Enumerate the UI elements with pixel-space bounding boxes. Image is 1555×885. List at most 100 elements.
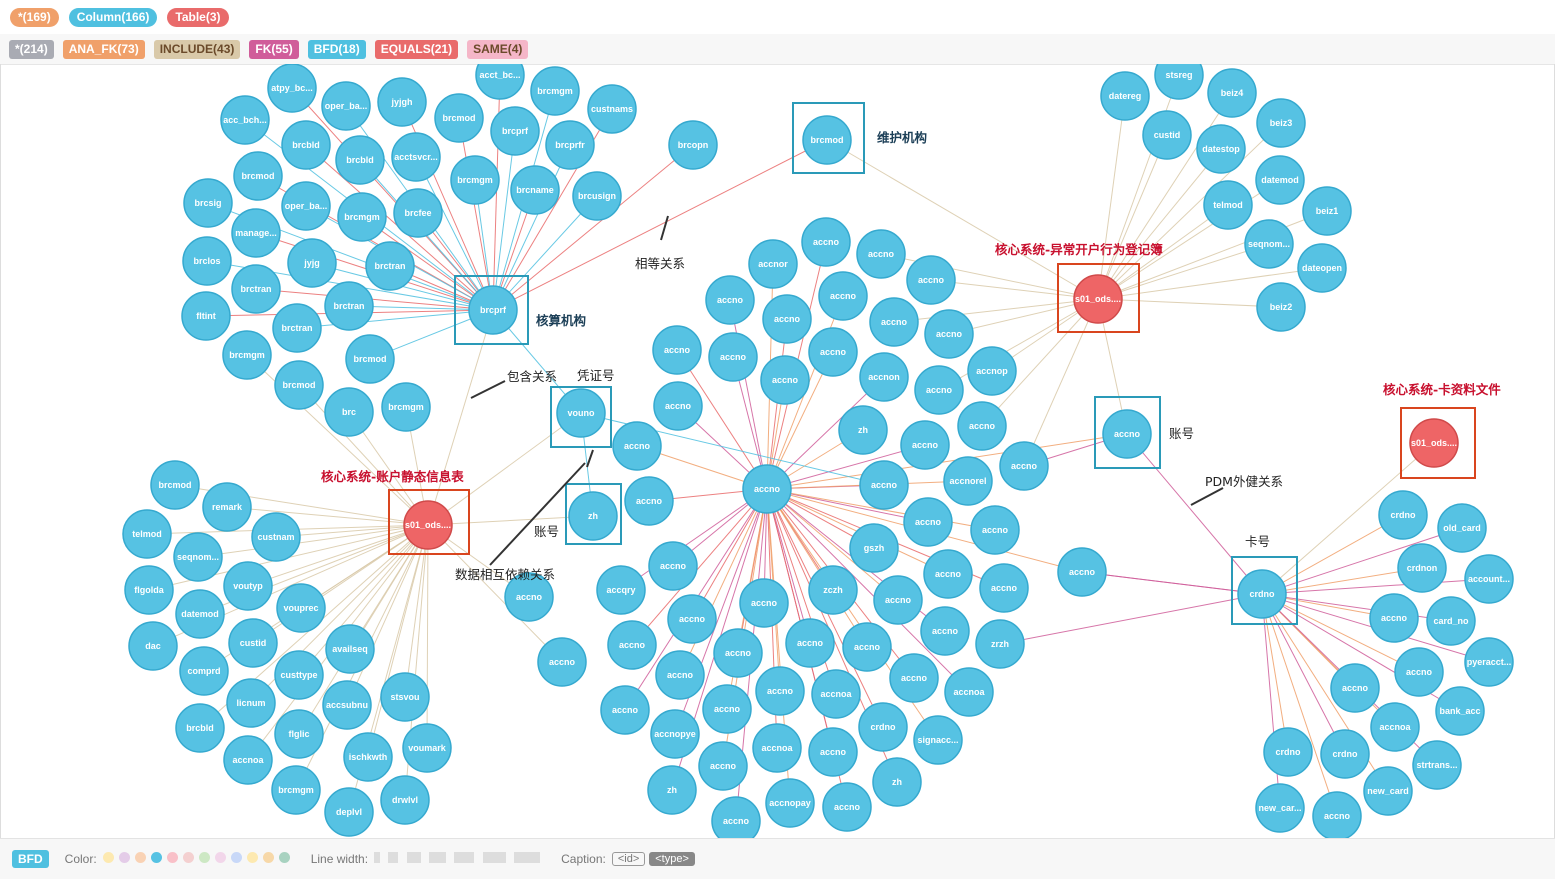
relationship-edge[interactable] <box>1261 593 1338 817</box>
column-node[interactable]: accno <box>537 637 587 687</box>
column-node[interactable]: brcmod <box>434 93 484 143</box>
column-node[interactable]: accnon <box>859 352 909 402</box>
column-node[interactable]: accno <box>708 332 758 382</box>
node-circle[interactable] <box>1320 729 1370 779</box>
node-circle[interactable] <box>128 621 178 671</box>
color-swatch[interactable] <box>198 852 210 863</box>
node-circle[interactable] <box>711 796 761 838</box>
column-node[interactable]: brctran <box>231 264 281 314</box>
column-node[interactable]: zh <box>568 491 618 541</box>
node-circle[interactable] <box>842 622 892 672</box>
relationship-edge[interactable] <box>930 279 1099 300</box>
relationship-edge[interactable] <box>246 354 429 526</box>
node-circle[interactable] <box>556 388 606 438</box>
column-node[interactable]: accno <box>785 618 835 668</box>
node-label-filter-2[interactable]: Table(3) <box>167 7 229 27</box>
node-circle[interactable] <box>1464 637 1514 687</box>
node-circle[interactable] <box>324 387 374 437</box>
node-circle[interactable] <box>223 735 273 785</box>
column-node[interactable]: acct_bc... <box>475 64 525 100</box>
column-node[interactable]: accno <box>655 650 705 700</box>
node-circle[interactable] <box>181 291 231 341</box>
column-node[interactable]: brcfee <box>393 188 443 238</box>
node-circle[interactable] <box>818 271 868 321</box>
column-node[interactable]: zh <box>872 757 922 807</box>
column-node[interactable]: accnoa <box>752 723 802 773</box>
column-node[interactable]: accnopye <box>650 709 700 759</box>
node-circle[interactable] <box>648 541 698 591</box>
relationship-edge[interactable] <box>492 195 598 311</box>
column-node[interactable]: accno <box>1394 647 1444 697</box>
graph-svg[interactable]: brcprfbrcmodbrcopnbrcusignbrcnamebrcprfr… <box>1 64 1554 838</box>
column-node[interactable]: zrzh <box>975 619 1025 669</box>
relationship-edge[interactable] <box>766 444 926 490</box>
column-node[interactable]: accnop <box>967 346 1017 396</box>
node-circle[interactable] <box>1256 98 1306 148</box>
node-circle[interactable] <box>600 685 650 735</box>
column-node[interactable]: accno <box>808 327 858 377</box>
column-node[interactable]: signacc... <box>913 715 963 765</box>
node-circle[interactable] <box>124 565 174 615</box>
node-circle[interactable] <box>231 208 281 258</box>
node-circle[interactable] <box>748 239 798 289</box>
node-circle[interactable] <box>970 505 1020 555</box>
node-circle[interactable] <box>906 255 956 305</box>
column-node[interactable]: accno <box>760 355 810 405</box>
node-circle[interactable] <box>979 563 1029 613</box>
relationship-edge[interactable] <box>981 298 1099 427</box>
node-circle[interactable] <box>381 382 431 432</box>
relationship-edge[interactable] <box>1097 243 1270 300</box>
column-node[interactable]: strtrans... <box>1412 740 1462 790</box>
node-circle[interactable] <box>808 565 858 615</box>
relationship-edge[interactable] <box>1097 267 1323 300</box>
column-node[interactable]: accno <box>924 309 974 359</box>
column-node[interactable]: datereg <box>1100 71 1150 121</box>
column-node[interactable]: seqnom... <box>1244 219 1294 269</box>
column-node[interactable]: datestop <box>1196 124 1246 174</box>
node-circle[interactable] <box>872 757 922 807</box>
node-circle[interactable] <box>274 709 324 759</box>
relationship-edge[interactable] <box>1261 593 1420 673</box>
node-circle[interactable] <box>944 667 994 717</box>
column-node[interactable]: seqnom... <box>173 532 223 582</box>
column-node[interactable]: custid <box>228 618 278 668</box>
column-node[interactable]: accno <box>920 606 970 656</box>
node-circle[interactable] <box>967 346 1017 396</box>
color-swatch[interactable] <box>150 852 162 863</box>
column-node[interactable]: accno <box>762 294 812 344</box>
node-circle[interactable] <box>760 355 810 405</box>
node-circle[interactable] <box>287 238 337 288</box>
node-circle[interactable] <box>1256 282 1306 332</box>
node-circle[interactable] <box>281 181 331 231</box>
node-circle[interactable] <box>391 132 441 182</box>
node-circle[interactable] <box>762 294 812 344</box>
column-node[interactable]: custnam <box>251 512 301 562</box>
column-node[interactable]: brcmod <box>150 460 200 510</box>
column-node[interactable]: oper_ba... <box>281 181 331 231</box>
column-node[interactable]: accno <box>822 782 872 832</box>
column-node[interactable]: crdno <box>1320 729 1370 779</box>
node-circle[interactable] <box>957 401 1007 451</box>
column-node[interactable]: brctran <box>324 281 374 331</box>
relationship-edge[interactable] <box>766 488 899 601</box>
node-circle[interactable] <box>343 732 393 782</box>
node-circle[interactable] <box>1363 766 1413 816</box>
node-circle[interactable] <box>274 360 324 410</box>
column-node[interactable]: brc <box>324 387 374 437</box>
caption-id-option[interactable]: <id> <box>611 852 646 866</box>
column-node[interactable]: brcprf <box>490 106 540 156</box>
relationship-edge[interactable] <box>1097 134 1168 300</box>
relationship-edge[interactable] <box>766 488 970 693</box>
node-circle[interactable] <box>1369 593 1419 643</box>
column-node[interactable]: accno <box>653 381 703 431</box>
column-node[interactable]: custnams <box>587 84 637 134</box>
column-node[interactable]: brctran <box>365 241 415 291</box>
node-circle[interactable] <box>1263 727 1313 777</box>
column-node[interactable]: zczh <box>808 565 858 615</box>
node-circle[interactable] <box>889 653 939 703</box>
relationship-filter-3[interactable]: FK(55) <box>249 39 299 59</box>
node-circle[interactable] <box>271 765 321 815</box>
column-node[interactable]: crdnon <box>1397 543 1447 593</box>
node-circle[interactable] <box>281 120 331 170</box>
column-node[interactable]: brclos <box>182 236 232 286</box>
